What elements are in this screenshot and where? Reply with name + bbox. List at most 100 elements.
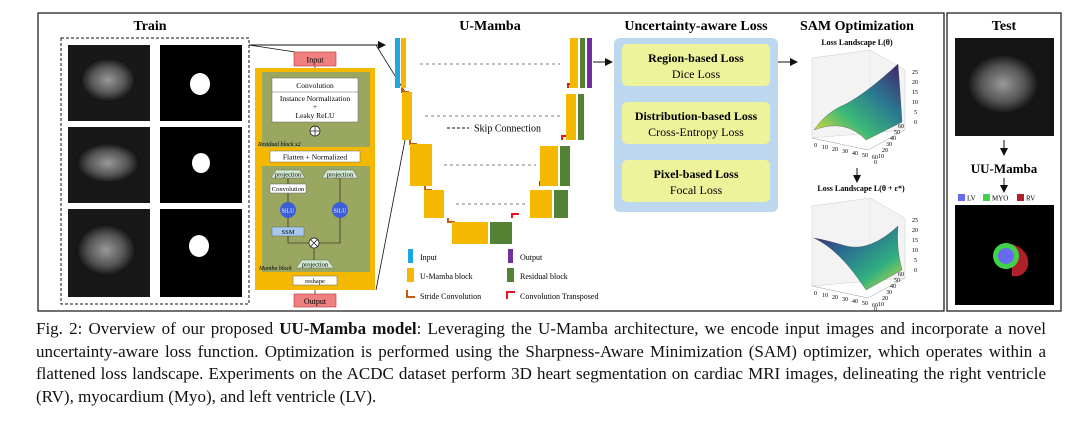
skip-label: Skip Connection [474, 124, 541, 135]
z-tick: 0 [914, 268, 917, 274]
x-tick: 20 [832, 295, 838, 301]
legend-residual-block: Residual block [520, 272, 568, 281]
z-tick: 20 [912, 80, 918, 86]
y-tick: 20 [882, 296, 888, 302]
train-images-frame [60, 37, 250, 305]
test-panel: UU-Mamba LV MYO RV [955, 38, 1054, 305]
legend-lv: LV [967, 195, 976, 203]
residual-label: Residual block x2 [257, 142, 301, 148]
z-tick: 5 [914, 110, 917, 116]
umamba-block [452, 222, 488, 244]
projection-out-shape [295, 259, 335, 269]
projection-out-label: projection [302, 262, 329, 269]
output-bar [587, 38, 592, 88]
x-tick: 30 [842, 297, 848, 303]
flatten-label: Flatten + Normalized [283, 153, 347, 162]
silu-left-node [280, 202, 296, 218]
y-tick: 0 [874, 160, 877, 166]
loss-card [622, 160, 770, 202]
mamba-label: Mamba block [258, 266, 292, 272]
loss-sub: Focal Loss [670, 183, 723, 197]
y-tick: 50 [894, 278, 900, 284]
loss-title: Pixel-based Loss [653, 167, 738, 181]
loss-title: Region-based Loss [648, 51, 744, 65]
zoom-line [248, 44, 296, 53]
legend-swatch-residual [507, 268, 514, 282]
stride-conv-mark [409, 140, 417, 145]
train-images [68, 45, 242, 297]
legend-output: Output [520, 253, 543, 262]
loss-sub: Dice Loss [672, 67, 721, 81]
z-tick: 25 [912, 70, 918, 76]
umamba-block [530, 190, 552, 218]
zoom-line [375, 44, 406, 93]
x-tick: 10 [822, 145, 828, 151]
y-tick: 10 [878, 154, 884, 160]
test-model-label: UU-Mamba [971, 161, 1038, 176]
y-tick: 30 [886, 142, 892, 148]
landscape-title-1: Loss Landscape L(θ) [821, 38, 893, 47]
umamba-block [424, 190, 444, 218]
section-title-loss: Uncertainty-aware Loss [624, 19, 768, 34]
output-label: Output [304, 297, 327, 306]
y-tick: 0 [874, 307, 877, 312]
projection-left-shape [270, 169, 306, 179]
legend-swatch-stride [406, 290, 415, 298]
z-tick: 15 [912, 238, 918, 244]
test-mri-image [967, 54, 1039, 114]
z-tick: 10 [912, 248, 918, 254]
mri-image [80, 58, 136, 102]
caption-bold: UU-Mamba model [279, 319, 417, 338]
umamba-block [566, 94, 576, 140]
projection-left-label: projection [275, 172, 302, 179]
lv-region [998, 248, 1014, 264]
y-tick: 10 [878, 302, 884, 308]
y-tick: 30 [886, 290, 892, 296]
landscape-title-2: Loss Landscape L(θ + ε*) [817, 184, 905, 193]
mask-image [189, 235, 209, 257]
x-tick: 0 [814, 291, 817, 297]
legend-swatch-lv [958, 194, 965, 201]
loss-landscape-2: Loss Landscape L(θ + ε*) 25 20 15 10 5 0… [811, 184, 918, 312]
z-tick: 25 [912, 218, 918, 224]
z-tick: 20 [912, 228, 918, 234]
mri-image [76, 224, 136, 276]
caption-rest: : Leveraging the U-Mamba architecture, w… [36, 319, 1047, 406]
x-tick: 10 [822, 293, 828, 299]
umamba-block [402, 92, 412, 140]
legend-myo: MYO [992, 195, 1008, 203]
legend-swatch-transposed [506, 291, 515, 299]
y-tick: 60 [898, 272, 904, 278]
umamba-block [410, 144, 432, 186]
conv-label: Convolution [296, 81, 334, 90]
x-tick: 60 [872, 155, 878, 161]
umamba-block [401, 38, 406, 88]
z-tick: 5 [914, 258, 917, 264]
x-tick: 50 [862, 301, 868, 307]
test-frame [946, 12, 1062, 312]
loss-title: Distribution-based Loss [635, 109, 758, 123]
input-label: Input [307, 56, 325, 65]
legend-swatch-myo [983, 194, 990, 201]
section-title-train: Train [133, 19, 166, 34]
silu-right-label: SiLU [333, 209, 347, 215]
x-tick: 30 [842, 149, 848, 155]
ssm-label: SSM [281, 229, 294, 236]
y-tick: 40 [890, 136, 896, 142]
legend-stride-conv: Stride Convolution [420, 292, 481, 301]
residual-block [490, 222, 512, 244]
z-tick: 15 [912, 90, 918, 96]
umamba-block [570, 38, 578, 88]
loss-panel: Region-based Loss Dice Loss Distribution… [614, 38, 778, 212]
legend-conv-transposed: Convolution Transposed [520, 292, 598, 301]
silu-right-node [332, 202, 348, 218]
projection-right-shape [321, 169, 359, 179]
legend-swatch-rv [1017, 194, 1024, 201]
mri-image [76, 143, 140, 183]
input-bar [395, 38, 400, 88]
stride-conv-mark [424, 186, 432, 191]
z-tick: 0 [914, 120, 917, 126]
legend-swatch-output [508, 249, 513, 263]
residual-block [554, 190, 568, 218]
x-tick: 20 [832, 147, 838, 153]
